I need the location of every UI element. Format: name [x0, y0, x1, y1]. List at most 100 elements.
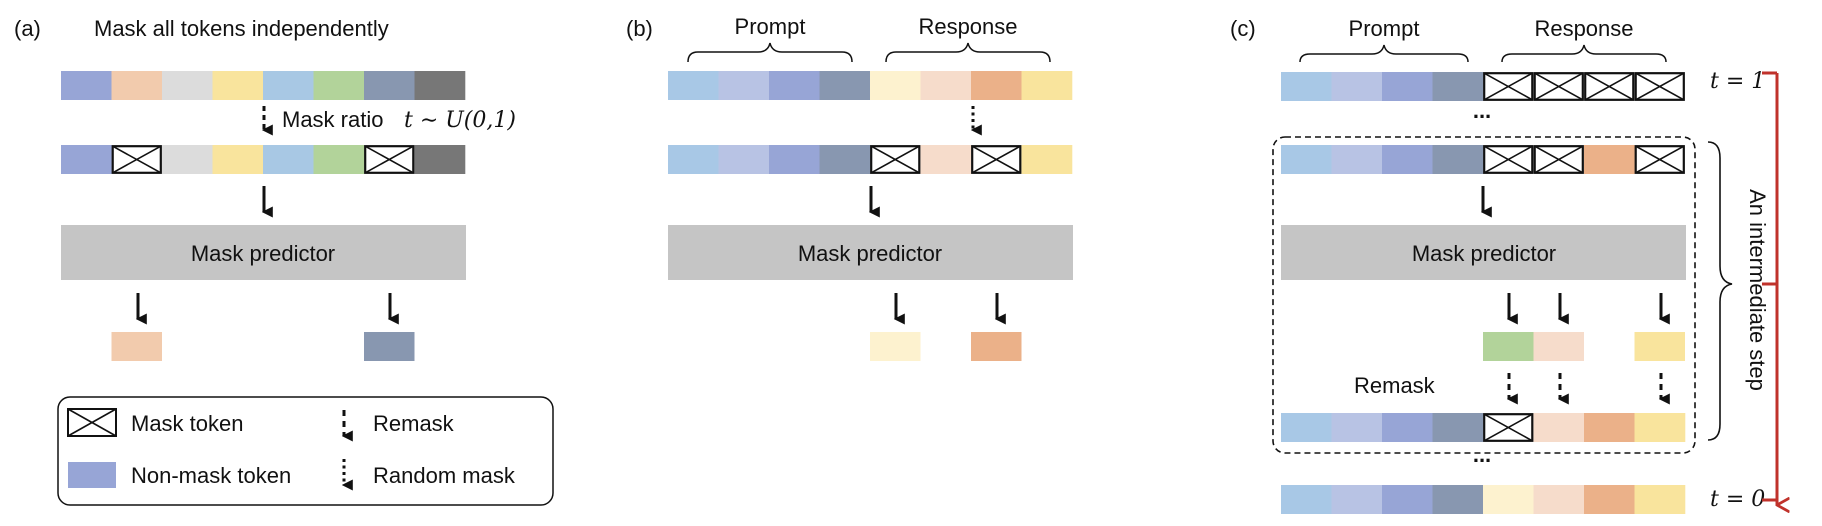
panel-a-title: Mask all tokens independently	[94, 16, 389, 41]
panel-c-response-label: Response	[1534, 16, 1633, 41]
panel-c-prompt-label: Prompt	[1349, 16, 1420, 41]
panel-b-response-brace	[885, 42, 1051, 63]
token	[313, 145, 365, 174]
mask-token	[111, 145, 162, 174]
panel-a-label: (a)	[14, 16, 41, 41]
panel-a-token-row-original	[61, 71, 466, 100]
predicted-token	[364, 332, 415, 361]
predicted-token	[1533, 332, 1584, 361]
token	[718, 145, 770, 174]
token	[1281, 485, 1332, 514]
panel-b-prompt-label: Prompt	[735, 14, 806, 39]
token	[1382, 145, 1433, 174]
panel-c-predicted-tokens	[1483, 332, 1685, 361]
legend-random-mask-label: Random mask	[373, 463, 516, 488]
legend-remask-label: Remask	[373, 411, 455, 436]
panel-c-token-row-t0	[1281, 485, 1686, 514]
mask-token	[1533, 72, 1584, 101]
token	[1533, 485, 1585, 514]
mask-token	[364, 145, 415, 174]
token	[1432, 145, 1484, 174]
mask-token	[971, 145, 1022, 174]
panel-b-predicted-tokens	[870, 332, 1022, 361]
token	[162, 71, 213, 100]
mask-predictor-box	[668, 225, 1073, 280]
intermediate-step-label: An intermediate step	[1745, 189, 1770, 391]
token	[1331, 145, 1383, 174]
token	[1382, 72, 1433, 101]
panel-c-token-row-after-remask	[1281, 413, 1686, 442]
time-label-t0: t = 0	[1710, 487, 1765, 512]
mask-token	[1533, 145, 1584, 174]
time-axis	[1762, 71, 1777, 505]
predicted-token	[111, 332, 162, 361]
panel-b-response-label: Response	[918, 14, 1017, 39]
token	[920, 71, 972, 100]
token	[212, 145, 264, 174]
token	[61, 145, 112, 174]
legend-mask-token-label: Mask token	[131, 411, 244, 436]
token	[1021, 71, 1073, 100]
token	[212, 71, 264, 100]
token	[263, 145, 314, 174]
mask-token	[1634, 145, 1685, 174]
panel-c-label: (c)	[1230, 16, 1256, 41]
token	[111, 71, 163, 100]
predicted-token	[971, 332, 1022, 361]
panel-c-token-row-intermediate	[1281, 145, 1685, 174]
token	[819, 145, 871, 174]
token	[263, 71, 314, 100]
mask-predictor-box	[1281, 225, 1686, 280]
token	[1432, 485, 1484, 514]
mask-token	[870, 145, 921, 174]
token	[414, 71, 466, 100]
mask-predictor-label: Mask predictor	[191, 241, 335, 266]
token	[870, 71, 921, 100]
token	[1331, 413, 1383, 442]
panel-b-prompt-brace	[687, 42, 853, 63]
legend-non-mask-swatch	[68, 462, 116, 488]
token	[1432, 413, 1484, 442]
token	[1584, 485, 1635, 514]
token	[61, 71, 112, 100]
panel-c: (c) Prompt Response t = 1 ... Mask predi…	[1230, 16, 1777, 514]
token	[1281, 145, 1332, 174]
panel-b-token-row-masked	[668, 145, 1073, 174]
predicted-token	[1483, 332, 1534, 361]
token	[920, 145, 972, 174]
mask-predictor-label: Mask predictor	[798, 241, 942, 266]
time-label-t1: t = 1	[1710, 69, 1765, 94]
panel-b-token-row-original	[668, 71, 1073, 100]
token	[414, 145, 466, 174]
mask-ratio-formula: t ∼ U(0,1)	[404, 108, 516, 133]
mask-token	[1483, 413, 1534, 442]
mask-token	[1483, 145, 1534, 174]
ellipsis-top: ...	[1473, 98, 1491, 123]
panel-c-prompt-brace	[1299, 44, 1469, 63]
token	[769, 71, 820, 100]
token	[1331, 72, 1383, 101]
mask-predictor-box	[61, 225, 466, 280]
token	[1382, 413, 1433, 442]
token	[1634, 485, 1686, 514]
token	[718, 71, 770, 100]
token	[1281, 72, 1332, 101]
predicted-token	[870, 332, 921, 361]
token	[162, 145, 213, 174]
token	[1021, 145, 1073, 174]
panel-a: (a) Mask all tokens independently Mask r…	[14, 16, 554, 506]
token	[313, 71, 365, 100]
token	[1382, 485, 1433, 514]
token	[819, 71, 871, 100]
legend-non-mask-label: Non-mask token	[131, 463, 291, 488]
token	[1483, 485, 1534, 514]
panel-b: (b) Prompt Response Mask predictor	[626, 14, 1073, 361]
legend-box	[57, 396, 554, 506]
ellipsis-bottom: ...	[1473, 442, 1491, 467]
panel-c-response-brace	[1501, 44, 1667, 63]
token	[1584, 413, 1635, 442]
token	[1584, 145, 1635, 174]
token	[668, 71, 719, 100]
intermediate-step-brace	[1707, 141, 1733, 441]
